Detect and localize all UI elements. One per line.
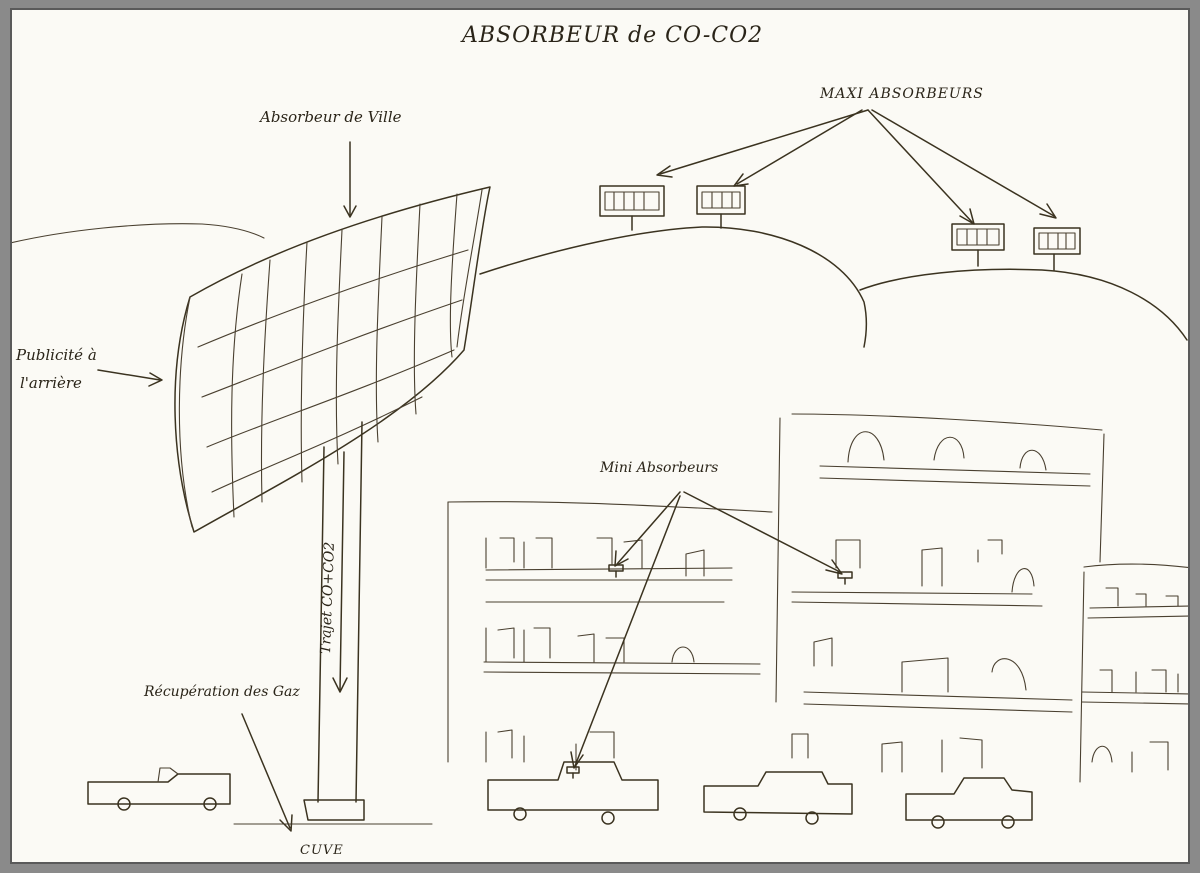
- sketch-canvas: ABSORBEUR de CO-CO2 Trajet CO+CO2 Absor: [12, 23, 1188, 858]
- left-building: [447, 501, 773, 771]
- maxi-absorber-unit-3: [951, 223, 1005, 267]
- middle-hill: [479, 226, 868, 348]
- vehicle-right: [905, 777, 1033, 829]
- advertising-label-line1: Publicité à: [15, 346, 97, 364]
- gas-path-arrow: [332, 451, 348, 693]
- mini-absorber-device-1: [608, 564, 624, 578]
- mini-absorbers-label: Mini Absorbeurs: [599, 460, 718, 476]
- vehicle-left: [87, 767, 231, 811]
- mini-absorbers-arrows: [570, 491, 843, 769]
- right-building: [1079, 563, 1188, 783]
- middle-building: [775, 413, 1105, 773]
- mini-absorber-device-2: [837, 571, 853, 585]
- city-absorber-panel: [174, 186, 491, 533]
- tank-label: CUVE: [300, 843, 344, 858]
- absorber-pole: [233, 421, 433, 825]
- advertising-arrow: [97, 369, 163, 387]
- left-hill: [12, 223, 265, 244]
- maxi-absorbers-label: MAXI ABSORBEURS: [819, 86, 984, 102]
- gas-recovery-label: Récupération des Gaz: [143, 684, 300, 700]
- maxi-absorbers-arrows: [656, 109, 1057, 225]
- right-hill: [859, 268, 1188, 341]
- mini-absorber-device-3: [566, 766, 580, 779]
- advertising-label-line2: l'arrière: [20, 374, 82, 392]
- maxi-absorber-unit-1: [599, 185, 665, 231]
- vehicle-middle-right: [703, 771, 853, 825]
- city-absorber-arrow: [343, 141, 357, 218]
- paper-sheet: ABSORBEUR de CO-CO2 Trajet CO+CO2 Absor: [10, 8, 1190, 864]
- maxi-absorber-unit-4: [1033, 227, 1081, 271]
- gas-recovery-arrow: [241, 713, 293, 832]
- vehicle-center: [487, 761, 659, 825]
- gas-path-label: Trajet CO+CO2: [318, 541, 338, 654]
- city-absorber-label: Absorbeur de Ville: [258, 108, 402, 126]
- maxi-absorber-unit-2: [696, 185, 746, 229]
- diagram-title: ABSORBEUR de CO-CO2: [460, 23, 763, 48]
